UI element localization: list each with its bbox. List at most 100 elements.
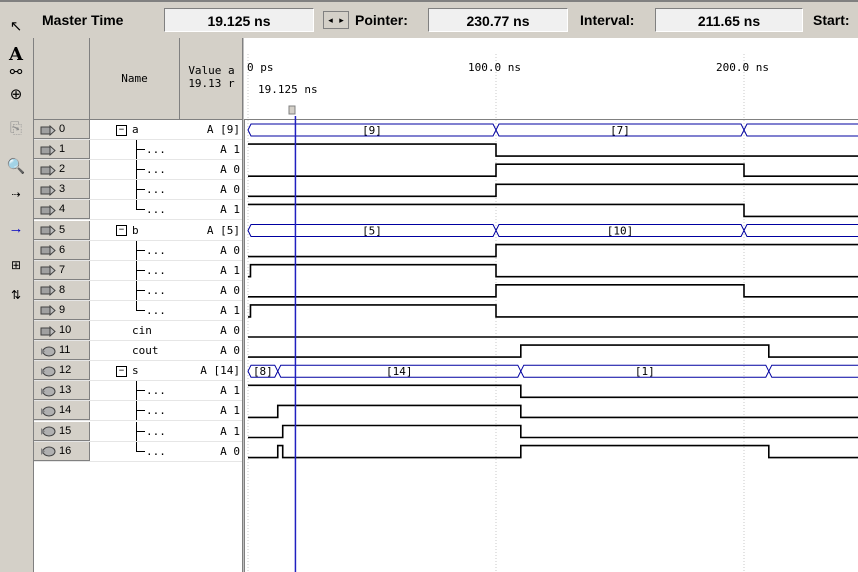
node-name-cell[interactable]: cin (94, 321, 178, 340)
node-id-cell[interactable]: 15 (34, 421, 90, 441)
node-id-cell[interactable]: 5 (34, 220, 90, 240)
node-name-cell[interactable]: ... (94, 160, 178, 180)
next-transition-icon[interactable]: → (8, 220, 24, 237)
input-pin-icon (40, 124, 56, 136)
pane-splitter[interactable] (242, 38, 245, 572)
node-name: ... (146, 404, 166, 418)
tree-branch-icon (136, 381, 146, 401)
node-id-cell[interactable]: 12 (34, 361, 90, 381)
node-name-cell[interactable]: ... (94, 240, 178, 260)
pointer-field[interactable]: 230.77 ns (428, 8, 568, 32)
collapse-icon[interactable]: − (116, 225, 127, 236)
node-name-cell[interactable]: ... (94, 300, 178, 320)
node-row[interactable]: 9...A 1 (34, 300, 244, 321)
group-icon[interactable]: ⊞ (10, 258, 22, 272)
node-name-cell[interactable]: ... (94, 200, 178, 219)
node-id-cell[interactable]: 6 (34, 240, 90, 260)
node-id: 2 (59, 163, 66, 176)
node-id-cell[interactable]: 3 (34, 180, 90, 200)
output-pin-icon (40, 405, 56, 417)
bus-value-label: [14] (386, 365, 413, 378)
node-row[interactable]: 6...A 0 (34, 240, 244, 261)
node-name-cell[interactable]: ... (94, 401, 178, 421)
node-id-cell[interactable]: 11 (34, 341, 90, 361)
tree-branch-icon (136, 280, 146, 300)
node-id: 9 (59, 303, 66, 316)
master-time-field[interactable]: 19.125 ns (164, 8, 314, 32)
node-id-cell[interactable]: 9 (34, 300, 90, 320)
input-pin-icon (40, 325, 56, 337)
node-value: A 0 (220, 444, 240, 458)
find-icon[interactable]: 🔍 (6, 158, 26, 175)
node-id-cell[interactable]: 16 (34, 441, 90, 461)
node-row[interactable]: 14...A 1 (34, 401, 244, 422)
node-row[interactable]: 2... A 0 (34, 160, 244, 181)
node-name: ... (146, 183, 166, 197)
node-row[interactable]: 8...A 0 (34, 280, 244, 301)
node-name-cell[interactable]: −a (94, 120, 178, 139)
selection-tool-icon[interactable]: ↖ (9, 18, 23, 35)
collapse-icon[interactable]: − (116, 365, 127, 377)
node-name-cell[interactable]: ... (94, 260, 178, 280)
node-id-cell[interactable]: 8 (34, 280, 90, 300)
node-name-cell[interactable]: ... (94, 441, 178, 461)
node-id-cell[interactable]: 13 (34, 381, 90, 401)
value-header-line1: Value a (188, 64, 235, 77)
node-id-cell[interactable]: 0 (34, 120, 90, 139)
node-row[interactable]: 1... A 1 (34, 140, 244, 161)
node-id-cell[interactable]: 2 (34, 160, 90, 180)
timeline-header (244, 38, 858, 120)
node-value: A 0 (220, 163, 240, 177)
value-column-header: Value a 19.13 r (180, 38, 244, 119)
node-value: A 1 (220, 424, 240, 438)
node-name: b (132, 223, 139, 237)
master-time-label: Master Time (42, 12, 124, 28)
text-tool-icon[interactable]: A (9, 44, 23, 65)
node-id-cell[interactable]: 4 (34, 200, 90, 220)
node-row[interactable]: 3...A 0 (34, 180, 244, 201)
step-right-icon[interactable]: ▸ (339, 15, 344, 25)
node-name-cell[interactable]: ... (94, 280, 178, 300)
input-pin-icon (40, 224, 56, 237)
input-pin-icon (40, 304, 56, 317)
node-row[interactable]: 7...A 1 (34, 260, 244, 281)
node-name-cell[interactable]: −s (94, 361, 178, 380)
copy-icon[interactable]: ⎘ (9, 120, 22, 137)
node-name-cell[interactable]: cout (94, 341, 178, 360)
find-next-icon[interactable]: ⇢ (11, 189, 21, 201)
collapse-icon[interactable]: − (116, 124, 127, 136)
node-id-cell[interactable]: 7 (34, 260, 90, 280)
node-name-cell[interactable]: ... (94, 421, 178, 441)
input-pin-icon (40, 204, 56, 217)
node-id-cell[interactable]: 10 (34, 321, 90, 340)
node-id-cell[interactable]: 14 (34, 401, 90, 421)
interval-field[interactable]: 211.65 ns (655, 8, 803, 32)
master-time-stepper[interactable]: ◂▸ (323, 11, 349, 29)
sort-icon[interactable]: ⇅ (10, 288, 22, 302)
signal-waveform (248, 243, 858, 258)
node-name: ... (146, 384, 166, 398)
zoom-tool-icon[interactable]: ⊕ (9, 86, 23, 103)
step-left-icon[interactable]: ◂ (328, 15, 333, 25)
node-row[interactable]: 16... A 0 (34, 441, 244, 462)
id-column-header (34, 38, 90, 119)
node-id: 4 (59, 203, 66, 216)
node-value: A 1 (220, 143, 240, 157)
waveform-edit-icon[interactable]: ⚯ (9, 64, 23, 81)
node-name-cell[interactable]: ... (94, 180, 178, 200)
name-column-header: Name (90, 38, 180, 119)
node-name-cell[interactable]: ... (94, 381, 178, 401)
node-name-cell[interactable]: ... (94, 140, 178, 160)
node-row[interactable]: 15... A 1 (34, 421, 244, 442)
bus-segment (743, 224, 858, 237)
node-name-cell[interactable]: −b (94, 221, 178, 240)
node-row[interactable]: 4...A 1 (34, 200, 244, 221)
node-row[interactable]: 13...A 1 (34, 381, 244, 402)
node-id-cell[interactable]: 1 (34, 140, 90, 160)
